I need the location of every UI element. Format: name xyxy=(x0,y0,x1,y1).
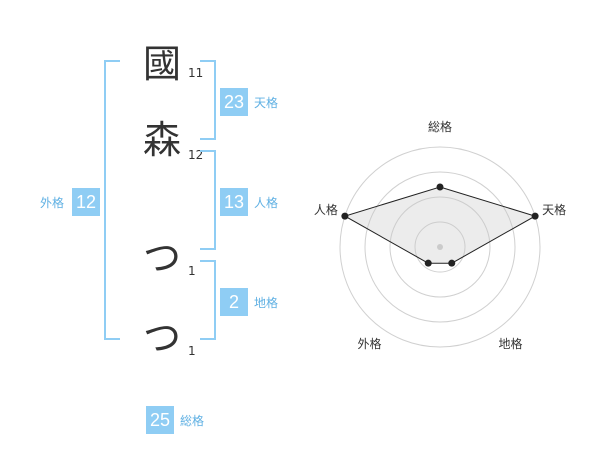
name-char-2: 森 xyxy=(142,118,181,162)
stroke-count-3: 1 xyxy=(188,264,196,278)
radar-ring xyxy=(414,221,466,273)
tenkaku-bracket xyxy=(200,60,216,140)
radar-point xyxy=(531,212,539,220)
stroke-count-1: 11 xyxy=(188,66,204,80)
jinkaku-bracket xyxy=(200,150,216,250)
radar-axis-label: 地格 xyxy=(498,336,522,351)
radar-points xyxy=(341,183,539,267)
radar-point xyxy=(448,259,456,267)
gaikaku-label: 外格 xyxy=(40,196,65,210)
name-char-3: つ xyxy=(142,236,181,280)
radar-ring xyxy=(339,146,541,348)
radar-ring xyxy=(389,196,491,298)
chikaku-value-box: 2 xyxy=(220,288,248,316)
soukaku-value-box: 25 xyxy=(146,406,174,434)
radar-center xyxy=(437,244,443,250)
name-char-1: 國 xyxy=(142,42,181,86)
stroke-count-4: 1 xyxy=(188,344,196,358)
soukaku-label: 総格 xyxy=(180,414,205,428)
jinkaku-label: 人格 xyxy=(254,196,279,210)
stroke-count-2: 12 xyxy=(188,148,204,162)
radar-axis-label: 外格 xyxy=(357,336,381,351)
gaikaku-bracket xyxy=(104,60,120,340)
jinkaku-value-box: 13 xyxy=(220,188,248,216)
radar-point xyxy=(436,183,444,191)
chikaku-label: 地格 xyxy=(254,296,279,310)
radar-point xyxy=(341,212,349,220)
name-char-4: つ xyxy=(142,316,181,360)
tenkaku-value-box: 23 xyxy=(220,88,248,116)
radar-ring xyxy=(364,171,516,323)
radar-axis-label: 天格 xyxy=(542,202,566,217)
radar-axis-label: 人格 xyxy=(314,202,338,217)
radar-polygon xyxy=(343,186,537,264)
gaikaku-value-box: 12 xyxy=(72,188,100,216)
tenkaku-label: 天格 xyxy=(254,96,279,110)
chikaku-bracket xyxy=(200,260,216,340)
radar-rings xyxy=(339,146,541,348)
radar-axis-label: 総格 xyxy=(428,119,452,134)
radar-point xyxy=(424,259,432,267)
